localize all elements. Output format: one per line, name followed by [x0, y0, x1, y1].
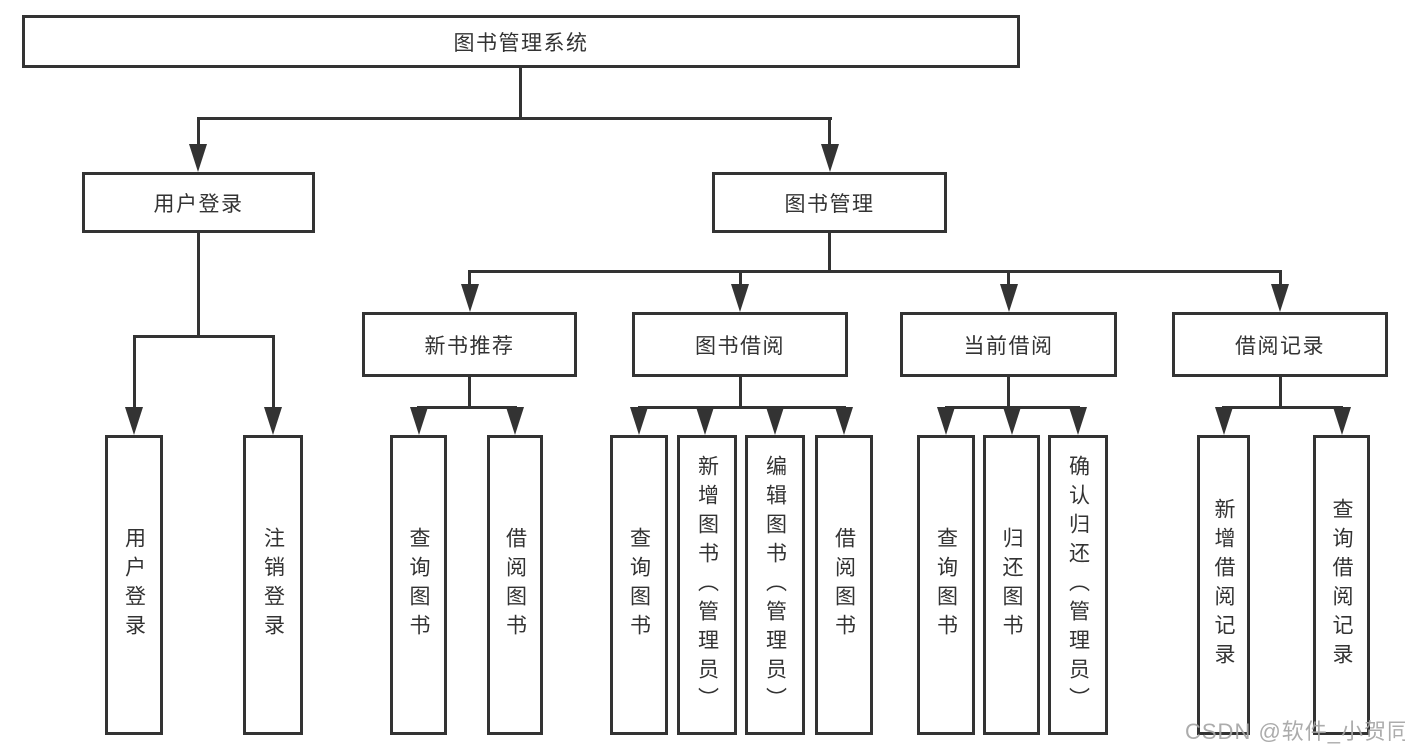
connector-to-book-management — [828, 117, 831, 147]
connector-to-leaf-logout — [271, 335, 275, 411]
connector-book-borrow-split — [637, 406, 846, 409]
connector-to-current-borrow — [1007, 270, 1010, 288]
connector-new-book-rec-stem — [468, 377, 471, 408]
arrow-down-icon — [1214, 407, 1233, 435]
leaf-return-books: 归还图书 — [983, 435, 1040, 735]
leaf-edit-books-admin-label: 编辑图书（管理员） — [763, 454, 787, 716]
arrow-down-icon — [506, 407, 524, 435]
arrow-down-icon — [766, 407, 784, 435]
leaf-borrow-books-label: 借阅图书 — [832, 527, 856, 643]
leaf-return-books-label: 归还图书 — [1000, 527, 1023, 643]
csdn-watermark: CSDN @软件_小贺同学 — [1185, 719, 1405, 744]
node-library-management-system: 图书管理系统 — [22, 15, 1020, 68]
leaf-confirm-return-admin: 确认归还（管理员） — [1048, 435, 1108, 735]
leaf-query-books-current: 查询图书 — [917, 435, 975, 735]
connector-book-borrow-stem — [738, 377, 742, 408]
node-user-login-label: 用户登录 — [153, 192, 244, 216]
leaf-query-books-rec: 查询图书 — [390, 435, 447, 735]
leaf-user-login: 用户登录 — [105, 435, 163, 735]
leaf-query-books-borrow: 查询图书 — [610, 435, 668, 735]
arrow-down-icon — [630, 407, 648, 435]
arrow-down-icon — [835, 407, 853, 435]
leaf-query-borrow-record-label: 查询借阅记录 — [1330, 498, 1353, 672]
arrow-down-icon — [731, 284, 749, 312]
arrow-down-icon — [189, 144, 207, 172]
node-book-borrowing-label: 图书借阅 — [695, 334, 785, 358]
leaf-confirm-return-admin-label: 确认归还（管理员） — [1066, 454, 1090, 716]
leaf-edit-books-admin: 编辑图书（管理员） — [745, 435, 805, 735]
leaf-query-books-rec-label: 查询图书 — [407, 527, 430, 643]
arrow-down-icon — [1002, 407, 1021, 435]
connector-to-user-login — [196, 117, 200, 147]
connector-user-login-stem — [197, 233, 200, 336]
arrow-down-icon — [1069, 407, 1087, 435]
node-book-management: 图书管理 — [712, 172, 947, 233]
leaf-logout-label: 注销登录 — [261, 527, 285, 643]
arrow-down-icon — [1332, 407, 1351, 435]
leaf-add-borrow-record-label: 新增借阅记录 — [1212, 498, 1235, 672]
connector-root-split — [196, 117, 832, 120]
node-borrowing-records: 借阅记录 — [1172, 312, 1388, 377]
leaf-query-borrow-record: 查询借阅记录 — [1313, 435, 1370, 735]
node-borrowing-records-label: 借阅记录 — [1235, 334, 1325, 358]
arrow-down-icon — [409, 407, 428, 435]
leaf-add-books-admin: 新增图书（管理员） — [677, 435, 737, 735]
leaf-borrow-books-rec: 借阅图书 — [487, 435, 543, 735]
leaf-borrow-books: 借阅图书 — [815, 435, 873, 735]
connector-to-borrow-record — [1278, 270, 1282, 288]
leaf-logout: 注销登录 — [243, 435, 303, 735]
connector-user-login-split — [132, 335, 275, 338]
connector-borrow-record-stem — [1278, 377, 1282, 408]
connector-new-book-rec-split — [417, 406, 517, 409]
node-book-management-label: 图书管理 — [784, 192, 875, 216]
connector-root-stem — [518, 68, 522, 118]
arrow-down-icon — [696, 407, 714, 435]
connector-book-management-stem — [828, 233, 831, 273]
leaf-user-login-label: 用户登录 — [122, 527, 146, 643]
connector-to-book-borrow — [738, 270, 742, 288]
node-current-borrowing-label: 当前借阅 — [963, 334, 1054, 358]
arrow-down-icon — [264, 407, 282, 435]
arrow-down-icon — [820, 144, 839, 172]
arrow-down-icon — [999, 284, 1018, 312]
node-library-management-system-label: 图书管理系统 — [453, 31, 589, 55]
connector-to-new-book-rec — [468, 270, 471, 288]
connector-book-management-split — [468, 270, 1282, 273]
arrow-down-icon — [937, 407, 955, 435]
connector-current-borrow-stem — [1007, 377, 1010, 408]
leaf-query-books-borrow-label: 查询图书 — [627, 527, 651, 643]
node-book-borrowing: 图书借阅 — [632, 312, 848, 377]
leaf-add-borrow-record: 新增借阅记录 — [1197, 435, 1250, 735]
arrow-down-icon — [1271, 284, 1289, 312]
leaf-borrow-books-rec-label: 借阅图书 — [503, 527, 527, 643]
node-new-book-recommendation-label: 新书推荐 — [424, 334, 515, 358]
arrow-down-icon — [460, 284, 479, 312]
node-current-borrowing: 当前借阅 — [900, 312, 1117, 377]
connector-to-leaf-user-login — [132, 335, 136, 411]
leaf-query-books-current-label: 查询图书 — [934, 527, 958, 643]
leaf-add-books-admin-label: 新增图书（管理员） — [695, 454, 719, 716]
arrow-down-icon — [125, 407, 143, 435]
connector-borrow-record-split — [1222, 406, 1343, 409]
node-user-login: 用户登录 — [82, 172, 315, 233]
node-new-book-recommendation: 新书推荐 — [362, 312, 577, 377]
